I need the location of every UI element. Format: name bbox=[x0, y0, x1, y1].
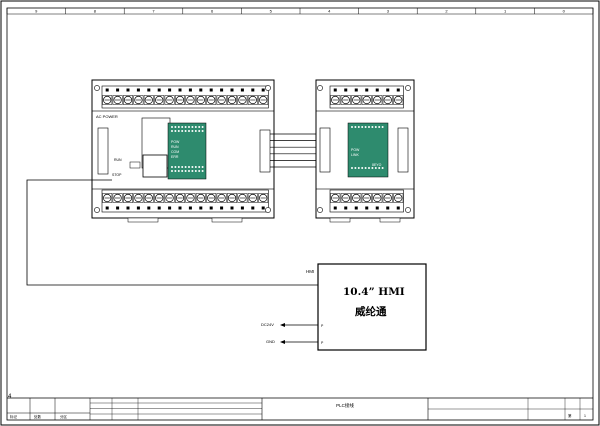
plc-expansion-led-indicators bbox=[351, 126, 384, 169]
plc-main-led-indicators bbox=[171, 126, 204, 172]
hmi-gnd-label: GND bbox=[266, 339, 275, 344]
top-ruler-mark: 7 bbox=[152, 9, 155, 14]
hmi-gnd-pin: P bbox=[321, 341, 324, 345]
top-ruler-mark: 1 bbox=[504, 9, 507, 14]
top-ruler-mark: 6 bbox=[211, 9, 214, 14]
plc-main-stop-label: STOP bbox=[112, 173, 122, 177]
plc-expansion-model-label: 8EYO bbox=[372, 163, 382, 167]
plc-expansion-status-label: LINK bbox=[351, 153, 359, 157]
plc-expansion-bottom-terminals bbox=[329, 189, 404, 213]
plc-main-status-label: ERR bbox=[171, 155, 179, 159]
hmi-name-text: 威纶通 bbox=[355, 305, 387, 318]
plc-expansion-left-port bbox=[319, 127, 331, 173]
plc-main-status-panel bbox=[167, 122, 207, 180]
plc-main-status-label: RUN bbox=[171, 145, 179, 149]
plc-expansion-right-port bbox=[397, 127, 409, 173]
left-frame-mark: 4 bbox=[8, 394, 12, 400]
page-value: 1 bbox=[584, 414, 586, 418]
top-ruler-mark: 0 bbox=[563, 9, 566, 14]
hmi-dc24v-pin: P bbox=[321, 324, 324, 328]
bottom-label-mark: 标记 bbox=[10, 414, 17, 419]
top-ruler-mark: 4 bbox=[328, 9, 331, 14]
hmi-size-text: 10.4” HMI bbox=[343, 286, 405, 298]
top-ruler-mark: 9 bbox=[35, 9, 38, 14]
plc-expansion-top-terminals bbox=[329, 85, 404, 109]
plc-main-right-port bbox=[259, 129, 271, 173]
bottom-label-zone: 分区 bbox=[60, 414, 67, 419]
plc-to-hmi-comm-cable bbox=[26, 179, 318, 286]
plc-main-status-label: POW bbox=[171, 140, 180, 144]
plc-main-run-switch-label: RUN bbox=[114, 158, 122, 162]
hmi-device: HMI 10.4” HMI 威纶通 DC24V P GND P bbox=[261, 263, 427, 351]
expansion-ribbon-cable bbox=[270, 133, 320, 168]
hmi-dc24v-label: DC24V bbox=[261, 322, 274, 327]
plc-expansion-status-label: POW bbox=[351, 148, 360, 152]
plc-main-comm-port bbox=[142, 154, 168, 178]
plc-main-bottom-terminals bbox=[101, 189, 269, 213]
top-ruler-mark: 3 bbox=[387, 9, 390, 14]
plc-main-status-label: COM bbox=[171, 150, 179, 154]
drawing-title: PLC接线 bbox=[336, 402, 354, 409]
plc-main-top-terminals bbox=[101, 85, 269, 109]
plc-main-left-port bbox=[97, 127, 109, 175]
top-ruler-mark: 8 bbox=[94, 9, 97, 14]
plc-main-power-label: AC POWER bbox=[96, 114, 118, 119]
bottom-label-count: 处数 bbox=[34, 414, 41, 419]
hmi-tag: HMI bbox=[306, 269, 314, 274]
top-ruler-mark: 5 bbox=[270, 9, 273, 14]
hmi-body bbox=[317, 263, 427, 351]
page-label: 第 bbox=[568, 413, 572, 418]
title-block: PLC接线 标记 处数 分区 第 1 bbox=[7, 397, 593, 420]
top-ruler: 9 8 7 6 5 4 3 2 1 0 bbox=[6, 8, 594, 15]
top-ruler-mark: 2 bbox=[445, 9, 448, 14]
